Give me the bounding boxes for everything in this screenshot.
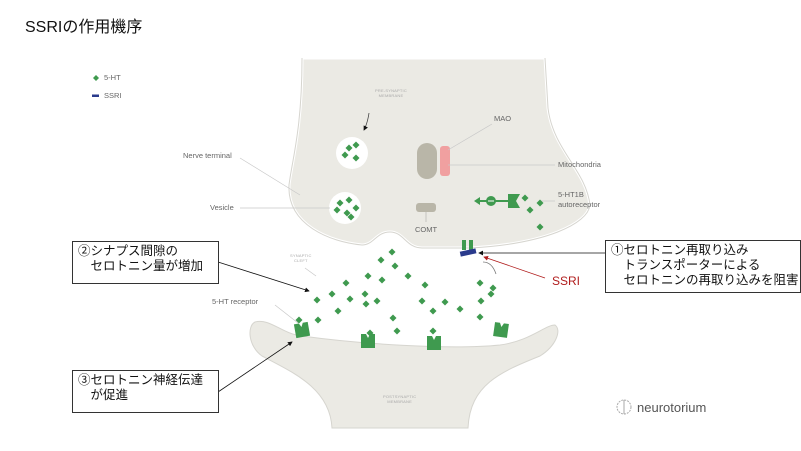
serotonin-diamond — [361, 290, 369, 298]
5ht-receptor-icon — [493, 322, 509, 338]
page-title: SSRIの作用機序 — [25, 19, 143, 36]
5ht-receptor-icon — [427, 336, 441, 350]
serotonin-diamond — [429, 327, 437, 335]
label-cleft: SYNAPTIC CLEFT — [290, 253, 312, 263]
serotonin-diamond — [336, 199, 344, 207]
serotonin-diamond — [429, 307, 437, 315]
serotonin-diamond — [441, 298, 449, 306]
label-vesicle: Vesicle — [210, 203, 234, 212]
serotonin-diamond — [418, 297, 426, 305]
annotation-box-3: ③セロトニン神経伝達 が促進 — [72, 370, 219, 413]
legend-diamond-icon — [93, 75, 99, 81]
serotonin-diamond — [314, 316, 322, 324]
brain-icon — [616, 399, 632, 415]
annotation-box-1: ①セロトニン再取り込み トランスポーターによる セロトニンの再取り込みを阻害 — [605, 240, 801, 293]
serotonin-diamond — [487, 290, 495, 298]
mitochondria-shape — [417, 143, 437, 179]
logo-text: neurotorium — [637, 399, 707, 415]
label-comt: COMT — [415, 225, 438, 234]
serotonin-diamond — [476, 279, 484, 287]
serotonin-diamond — [477, 297, 485, 305]
serotonin-diamond — [347, 213, 355, 221]
serotonin-diamond — [364, 272, 372, 280]
serotonin-diamond — [342, 279, 350, 287]
serotonin-transporter-icon — [459, 240, 477, 257]
arrow-ssri — [483, 256, 546, 279]
serotonin-diamond — [352, 154, 360, 162]
serotonin-diamond — [378, 276, 386, 284]
legend-label-5ht: 5-HT — [104, 73, 121, 82]
ssri-label: SSRI — [552, 274, 581, 288]
serotonin-diamond — [334, 307, 342, 315]
label-nerve-terminal: Nerve terminal — [183, 151, 232, 160]
legend-label-ssri: SSRI — [104, 91, 122, 100]
label-mao: MAO — [494, 114, 512, 123]
serotonin-diamond — [333, 206, 341, 214]
serotonin-diamond — [536, 199, 544, 207]
autoreceptor-icon — [474, 194, 520, 208]
serotonin-diamond — [476, 313, 484, 321]
comt-shape — [416, 203, 436, 212]
label-pre-membrane: PRE-SYNAPTIC MEMBRANE — [375, 88, 407, 98]
serotonin-diamond — [362, 300, 370, 308]
annotation-box-2: ②シナプス間隙の セロトニン量が増加 — [72, 241, 219, 284]
serotonin-diamond — [313, 296, 321, 304]
serotonin-diamond — [343, 209, 351, 217]
postsynaptic-terminal — [249, 320, 559, 429]
serotonin-diamond — [536, 223, 544, 231]
serotonin-diamond — [393, 327, 401, 335]
5ht-receptor-icon — [293, 321, 311, 339]
serotonin-diamond — [328, 290, 336, 298]
arrow-box2 — [217, 261, 310, 293]
serotonin-diamond — [373, 297, 381, 305]
serotonin-diamond — [489, 284, 497, 292]
mao-shape — [440, 146, 450, 176]
serotonin-diamond — [366, 329, 374, 337]
serotonin-diamond — [456, 305, 464, 313]
serotonin-diamond — [404, 272, 412, 280]
legend-ssri-icon — [92, 94, 99, 97]
serotonin-diamond — [352, 204, 360, 212]
5ht-receptor-icon — [361, 334, 375, 348]
serotonin-diamond — [526, 206, 534, 214]
serotonin-diamond — [346, 295, 354, 303]
label-5ht-receptor: 5-HT receptor — [212, 297, 259, 306]
serotonin-diamond — [352, 141, 360, 149]
label-mitochondria: Mitochondria — [558, 160, 601, 169]
serotonin-diamond — [521, 194, 529, 202]
serotonin-diamond — [295, 316, 303, 324]
vesicle-1 — [336, 137, 368, 169]
serotonin-diamond — [421, 281, 429, 289]
serotonin-diamond — [345, 144, 353, 152]
arrow-box3 — [217, 341, 293, 393]
serotonin-diamond — [377, 256, 385, 264]
serotonin-diamond — [388, 248, 396, 256]
label-autoreceptor: 5-HT1B autoreceptor — [558, 190, 601, 209]
serotonin-diamond — [345, 196, 353, 204]
label-post-membrane: POSTSYNAPTIC MEMBRANE — [383, 394, 417, 404]
serotonin-diamond — [341, 151, 349, 159]
serotonin-diamond — [389, 314, 397, 322]
serotonin-diamond — [391, 262, 399, 270]
neurotorium-logo: neurotorium — [615, 398, 706, 416]
